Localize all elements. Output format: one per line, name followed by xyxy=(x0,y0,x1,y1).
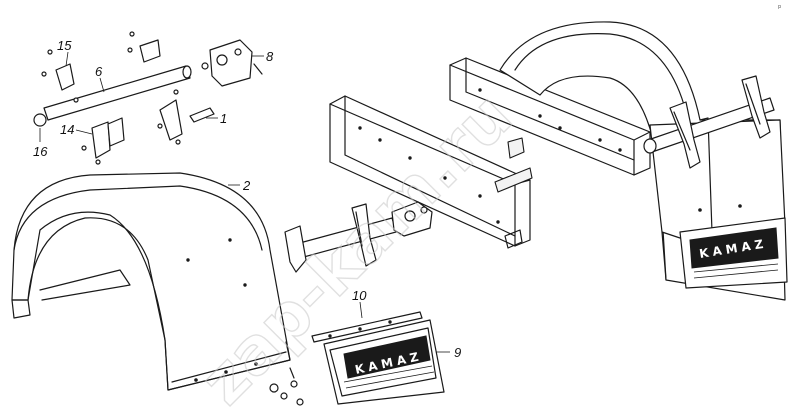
right-mudflap: KAMAZ xyxy=(679,217,788,289)
exploded-parts xyxy=(33,31,263,165)
callout-14: 14 xyxy=(60,122,74,137)
frame-crossmember xyxy=(329,95,533,249)
right-frame-rail xyxy=(449,57,651,176)
bracket-assembly-right xyxy=(643,75,775,169)
corner-mark: р xyxy=(778,4,781,10)
mounting-strip xyxy=(311,311,423,343)
fasteners-bottom xyxy=(269,367,304,406)
part-plug xyxy=(33,113,47,127)
mudflap: KAMAZ xyxy=(323,319,445,405)
callout-9: 9 xyxy=(454,345,461,360)
callout-1: 1 xyxy=(220,111,227,126)
part-clamp xyxy=(55,63,75,91)
callout-10: 10 xyxy=(352,288,367,303)
callout-16: 16 xyxy=(33,144,48,159)
part-plate xyxy=(189,107,215,123)
left-fender xyxy=(11,172,291,391)
part-tube xyxy=(43,65,191,121)
callout-8: 8 xyxy=(266,49,274,64)
part-bracket-a xyxy=(91,121,111,159)
part-bracket-block xyxy=(209,39,253,87)
callout-6: 6 xyxy=(95,64,103,79)
bracket-assembly-left xyxy=(284,201,433,273)
callout-2: 2 xyxy=(242,178,251,193)
part-bracket-b xyxy=(159,99,183,141)
leader-lines xyxy=(39,51,450,353)
callouts: 15 6 8 1 14 16 2 10 9 xyxy=(33,38,461,360)
callout-15: 15 xyxy=(57,38,72,53)
